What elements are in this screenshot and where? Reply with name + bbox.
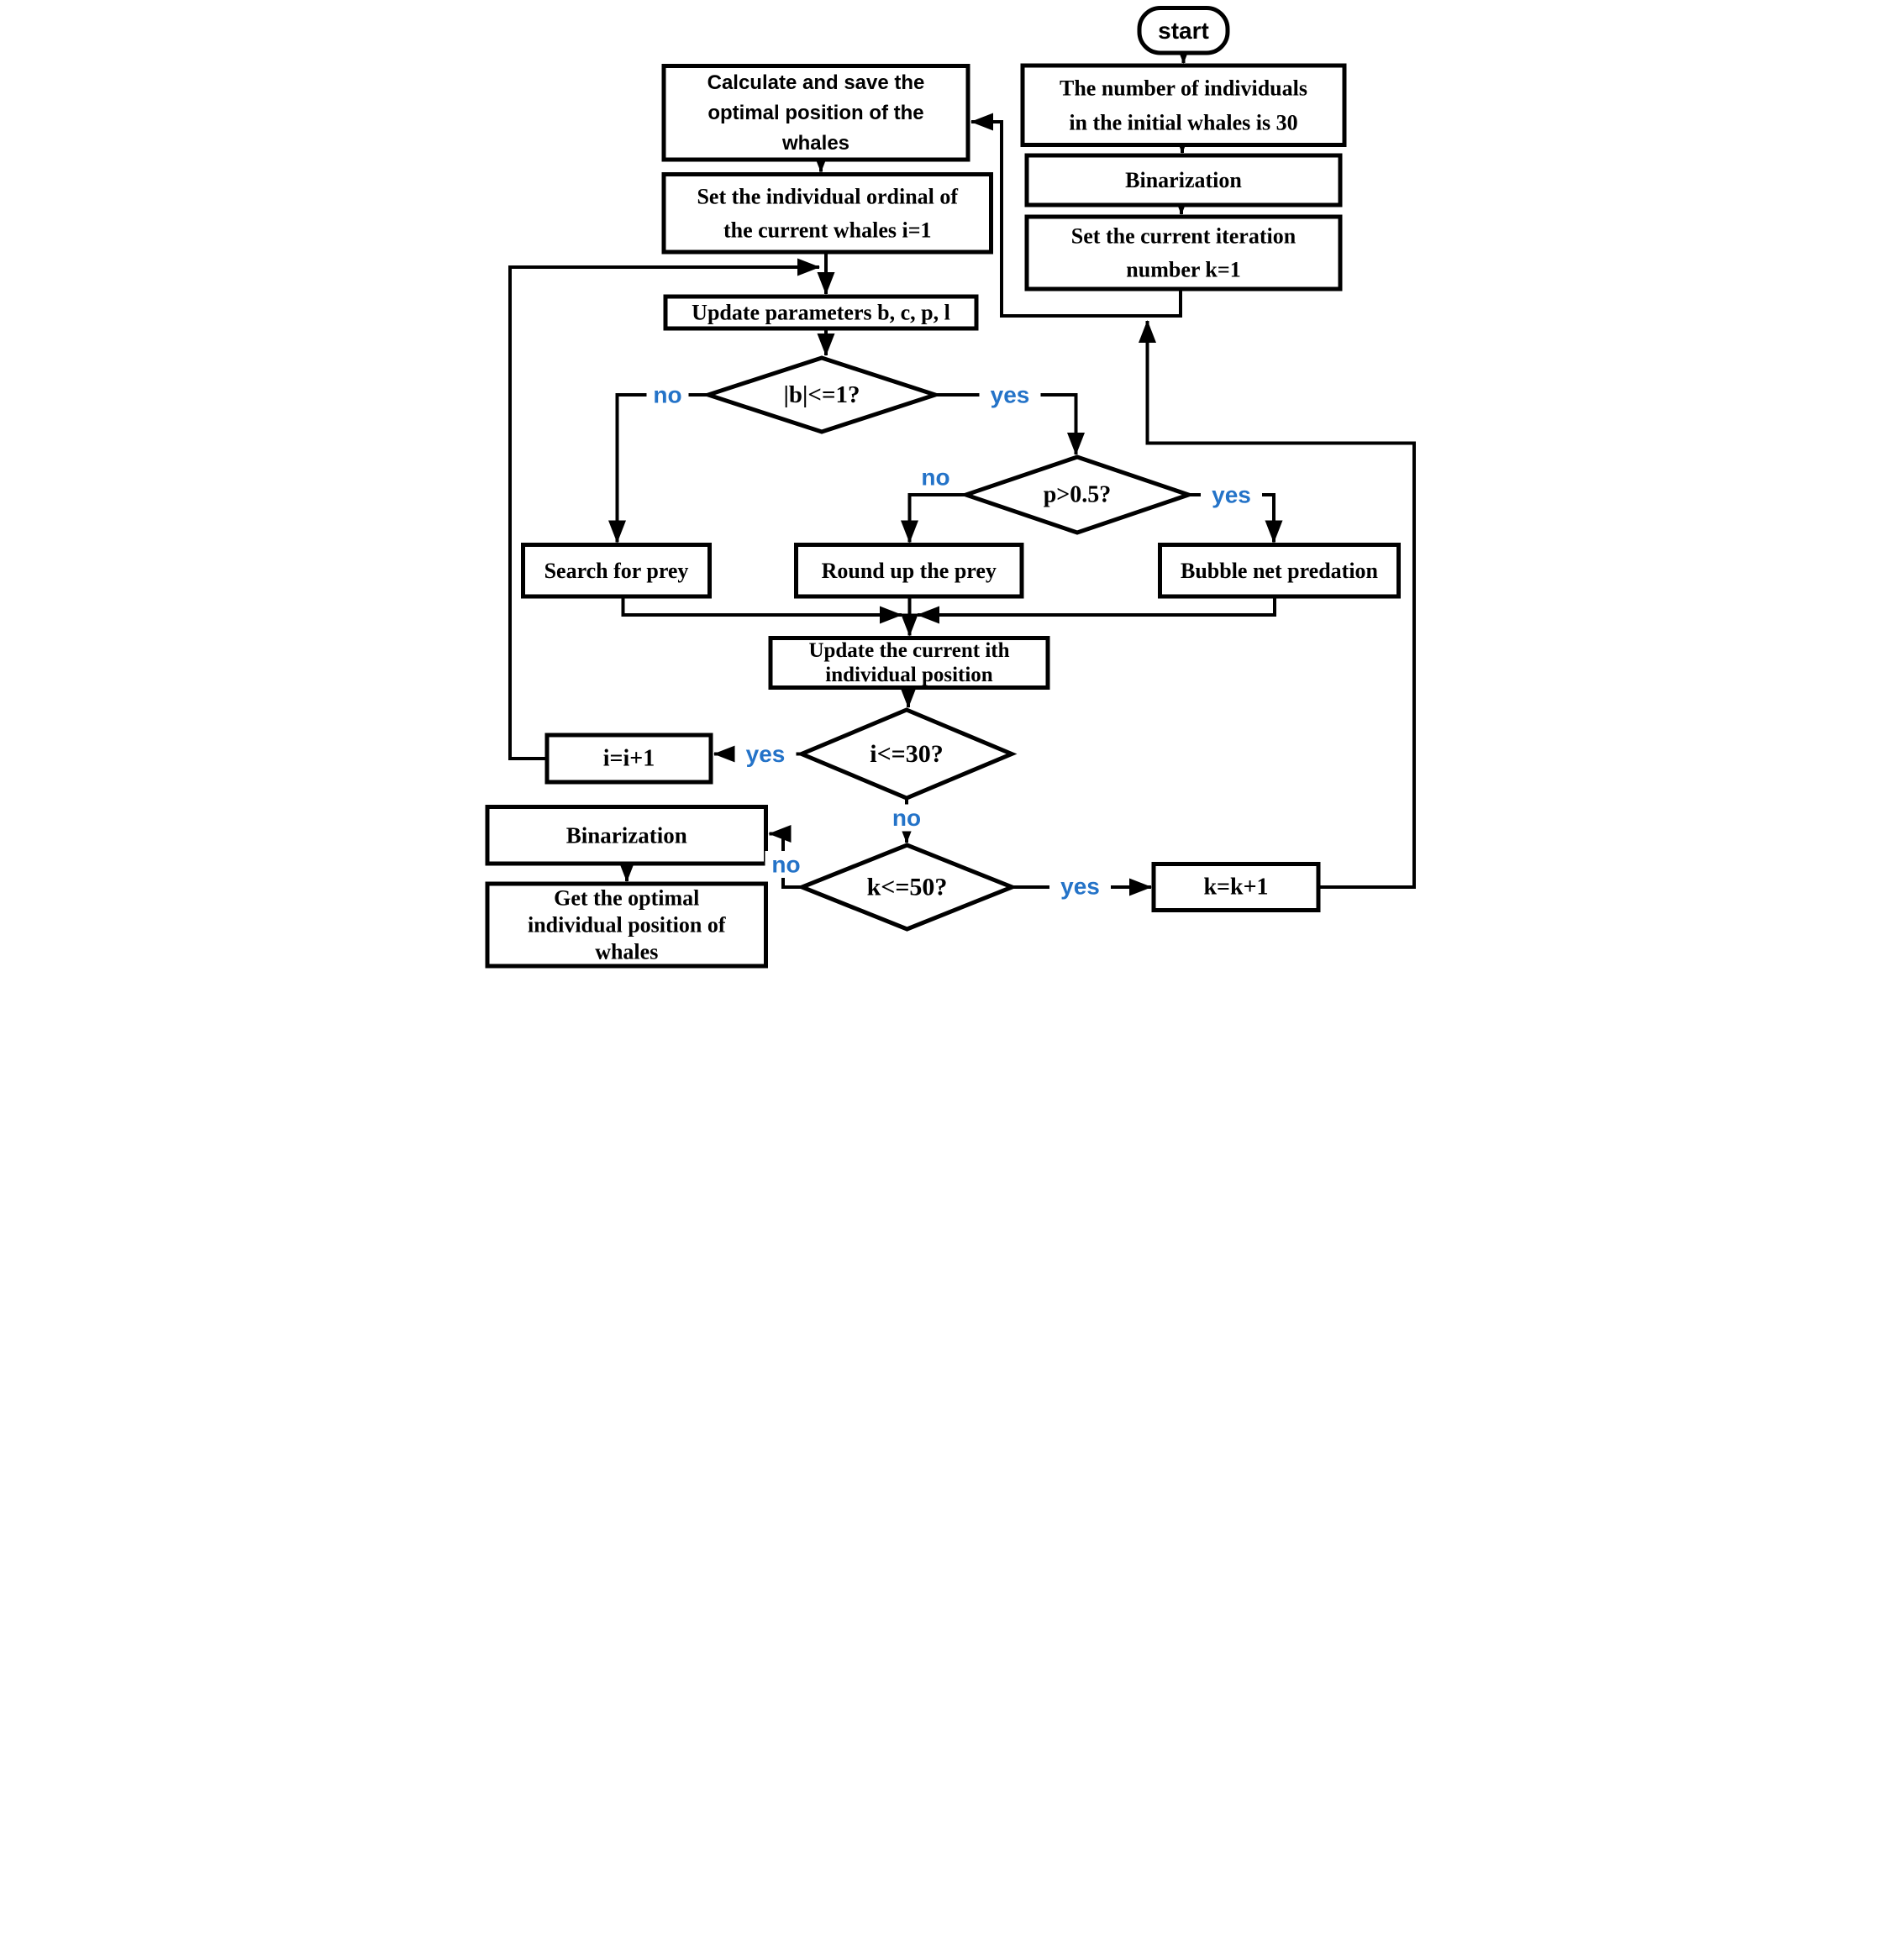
k-increment-box-text: k=k+1 — [1203, 874, 1268, 901]
b-decision-diamond: |b|<=1? — [701, 355, 942, 434]
start-terminator-text: start — [1158, 18, 1209, 44]
label-p-no-bg — [914, 464, 956, 491]
bubble-net-box-shape — [1157, 543, 1401, 599]
round-up-box-shape — [793, 543, 1023, 599]
label-b-yes-text: yes — [990, 382, 1029, 408]
label-i-yes: yes — [734, 740, 796, 768]
label-p-no: no — [914, 464, 956, 491]
label-k-yes-text: yes — [1060, 874, 1100, 900]
search-prey-box-text: Search for prey — [544, 559, 688, 583]
label-p-yes-text: yes — [1212, 482, 1251, 508]
edge-p-no — [900, 493, 965, 544]
label-i-yes-text: yes — [745, 741, 785, 767]
round-up-box: Round up the prey — [793, 543, 1023, 599]
init-whales-box-shape — [1020, 63, 1346, 147]
binarization-bottom-box-text: Binarization — [565, 822, 686, 848]
edge-i-loopback — [508, 258, 820, 760]
label-b-yes: yes — [979, 381, 1040, 408]
i-decision-diamond-shape — [796, 707, 1017, 801]
label-b-no: no — [646, 381, 688, 408]
label-i-no: no — [885, 804, 928, 832]
round-up-box-text: Round up the prey — [821, 559, 996, 583]
b-decision-diamond-shape — [701, 355, 942, 434]
get-optimal-box-shape — [485, 881, 768, 969]
binarization-bottom-box: Binarization — [485, 805, 768, 866]
bubble-net-box-text: Bubble net predation — [1180, 559, 1378, 583]
p-decision-diamond-shape — [959, 454, 1195, 535]
i-increment-box-shape — [544, 733, 713, 785]
set-iteration-box-shape — [1024, 214, 1342, 291]
update-params-box-shape — [663, 294, 978, 331]
k-increment-box: k=k+1 — [1151, 862, 1320, 912]
label-b-no-text: no — [653, 382, 681, 408]
k-increment-box-shape — [1151, 862, 1320, 912]
i-increment-box-text: i=i+1 — [602, 746, 654, 772]
label-p-yes: yes — [1200, 481, 1262, 508]
label-b-yes-bg — [979, 381, 1040, 408]
set-ordinal-box-shape — [661, 172, 993, 255]
label-b-no-bg — [646, 381, 688, 408]
k-decision-diamond-shape — [796, 843, 1018, 932]
label-k-no-bg — [765, 851, 807, 878]
k-decision-diamond-text: k<=50? — [866, 874, 947, 901]
edge-search-to-merge — [621, 596, 902, 624]
binarization-bottom-box-shape — [485, 805, 768, 866]
calc-save-box-shape — [661, 64, 970, 162]
bubble-net-box: Bubble net predation — [1157, 543, 1401, 599]
binarization-top-box-text: Binarization — [1125, 168, 1242, 192]
i-decision-diamond-text: i<=30? — [870, 740, 944, 768]
start-terminator-shape — [1137, 6, 1229, 55]
edge-k-loopback — [1138, 320, 1416, 889]
edge-b-no — [607, 393, 708, 544]
label-k-yes-bg — [1049, 873, 1111, 900]
start-terminator: start — [1137, 6, 1229, 55]
i-increment-box: i=i+1 — [544, 733, 713, 785]
label-k-no-text: no — [771, 852, 800, 878]
label-i-yes-bg — [734, 740, 796, 768]
label-k-yes: yes — [1049, 873, 1111, 900]
b-decision-diamond-text: |b|<=1? — [783, 381, 860, 408]
p-decision-diamond: p>0.5? — [959, 454, 1195, 535]
i-decision-diamond: i<=30? — [796, 707, 1017, 801]
k-decision-diamond: k<=50? — [796, 843, 1018, 932]
update-params-box-text: Update parameters b, c, p, l — [692, 301, 950, 325]
label-p-no-text: no — [921, 465, 949, 491]
label-i-no-text: no — [892, 805, 920, 831]
labels-layer: no yes no yes yes no no yes — [646, 381, 1262, 900]
search-prey-box-shape — [520, 543, 712, 599]
label-i-no-bg — [885, 804, 928, 832]
binarization-top-box-shape — [1024, 153, 1342, 207]
label-p-yes-bg — [1200, 481, 1262, 508]
update-position-box-shape — [768, 636, 1049, 690]
label-k-no: no — [765, 851, 807, 878]
search-prey-box: Search for prey — [520, 543, 712, 599]
update-params-box: Update parameters b, c, p, l — [663, 294, 978, 331]
edge-bubble-to-merge — [916, 596, 1276, 624]
binarization-top-box: Binarization — [1024, 153, 1342, 207]
p-decision-diamond-text: p>0.5? — [1043, 482, 1111, 508]
edge-iteration-loopback — [970, 113, 1182, 318]
